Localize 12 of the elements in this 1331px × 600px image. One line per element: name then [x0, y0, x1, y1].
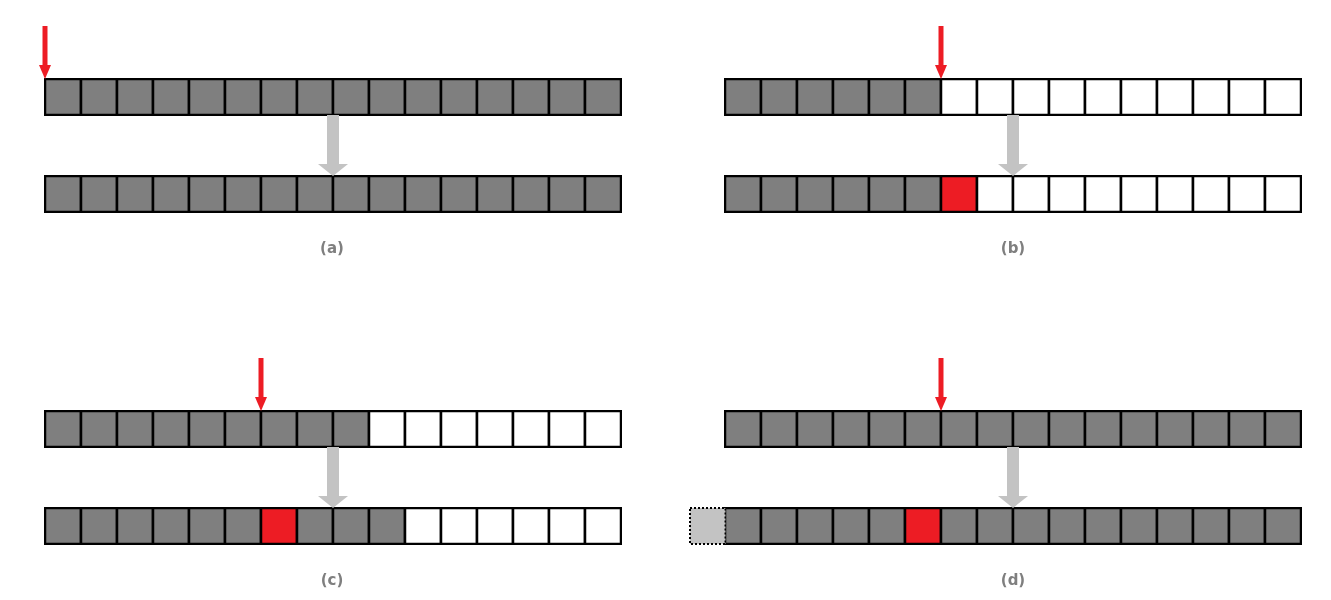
panel-label: (a): [320, 239, 344, 257]
array-row: [724, 410, 1302, 448]
panel-label: (b): [1000, 239, 1026, 257]
panel-label: (c): [320, 571, 344, 589]
array-row: [44, 78, 622, 116]
array-row: [724, 507, 1302, 545]
array-row: [724, 175, 1302, 213]
array-row: [724, 78, 1302, 116]
array-row: [44, 507, 622, 545]
panel-label: (d): [1000, 571, 1026, 589]
array-row: [44, 175, 622, 213]
array-row: [44, 410, 622, 448]
